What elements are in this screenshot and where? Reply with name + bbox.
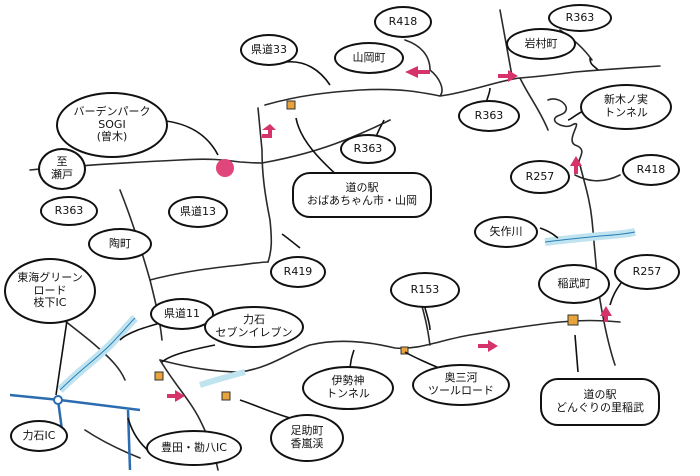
label-r363-small: R363 [340, 134, 396, 164]
label-r418-right: R418 [622, 154, 680, 186]
road-toyota [84, 429, 141, 459]
road-winding [547, 98, 583, 166]
label-kendo11: 県道11 [150, 298, 214, 330]
label-ibuki: 伊勢神 トンネル [302, 366, 394, 410]
arrow-turn [262, 124, 276, 138]
label-kendo33: 県道33 [240, 34, 298, 66]
road-r363-down [519, 77, 549, 131]
label-sevenelv: 力石 セブンイレブン [204, 306, 304, 348]
label-shinkinoya: 新木ノ実 トンネル [580, 84, 672, 130]
label-tokida: 陶町 [88, 228, 152, 260]
arrow-up-right [570, 156, 582, 174]
tsurukiroad-marker [400, 346, 409, 355]
michi-inabu-marker [567, 314, 579, 326]
road-r418-up [404, 39, 443, 97]
label-michi-inabu: 道の駅 どんぐりの里稲武 [540, 378, 660, 426]
arrow-up-right2 [600, 306, 612, 322]
road-middle [149, 261, 269, 281]
arrow-east-top [498, 70, 518, 82]
label-yamaoka: 山岡町 [334, 42, 404, 74]
label-inabucho: 稲武町 [538, 264, 610, 304]
michi-yamaoka-marker [286, 100, 296, 110]
label-r257-lower: R257 [614, 254, 680, 290]
label-okusantotrcord: 奥三河 ツールロード [412, 364, 510, 406]
label-shi-seto: 至 瀬戸 [38, 148, 86, 190]
label-r257-right: R257 [510, 160, 570, 194]
arrow-east-mid [478, 340, 498, 352]
label-r153: R153 [390, 272, 460, 308]
river-asuke [199, 369, 246, 388]
road-west [29, 158, 263, 171]
river-features [57, 228, 636, 393]
road-right-vertical [579, 164, 616, 366]
label-rikiishi-ic: 力石IC [10, 420, 68, 452]
label-garden-park: バーデンパーク SOGI (曽木) [56, 92, 168, 158]
label-kendo13: 県道13 [168, 196, 228, 228]
label-toyota-ic: 豊田・勘八IC [146, 430, 242, 466]
arrow-east-low [167, 390, 185, 402]
road-top-main [264, 65, 661, 106]
road-network [29, 9, 661, 471]
label-r418: R418 [374, 6, 432, 38]
label-r363-left: R363 [40, 196, 98, 226]
label-asuke: 足助町 香嵐渓 [270, 414, 344, 462]
highway-green-road [9, 393, 141, 412]
label-yahagi: 矢作川 [474, 216, 538, 248]
label-r363-mid: R363 [458, 100, 520, 132]
arrow-west-top [405, 66, 430, 78]
label-r363-top: R363 [548, 4, 612, 32]
seven-eleven-marker [154, 371, 164, 381]
label-tokai-green: 東海グリーン ロード 枝下IC [4, 258, 96, 324]
interchange-marker [53, 395, 63, 405]
label-r419: R419 [270, 256, 326, 288]
road-r257-branch [574, 174, 621, 182]
asuke-marker [221, 391, 231, 401]
direction-arrows [167, 66, 612, 402]
label-iwamura: 岩村町 [506, 28, 576, 60]
garden-park-spot [216, 159, 234, 177]
label-michi-yamaoka: 道の駅 おばあちゃん市・山岡 [292, 172, 432, 218]
